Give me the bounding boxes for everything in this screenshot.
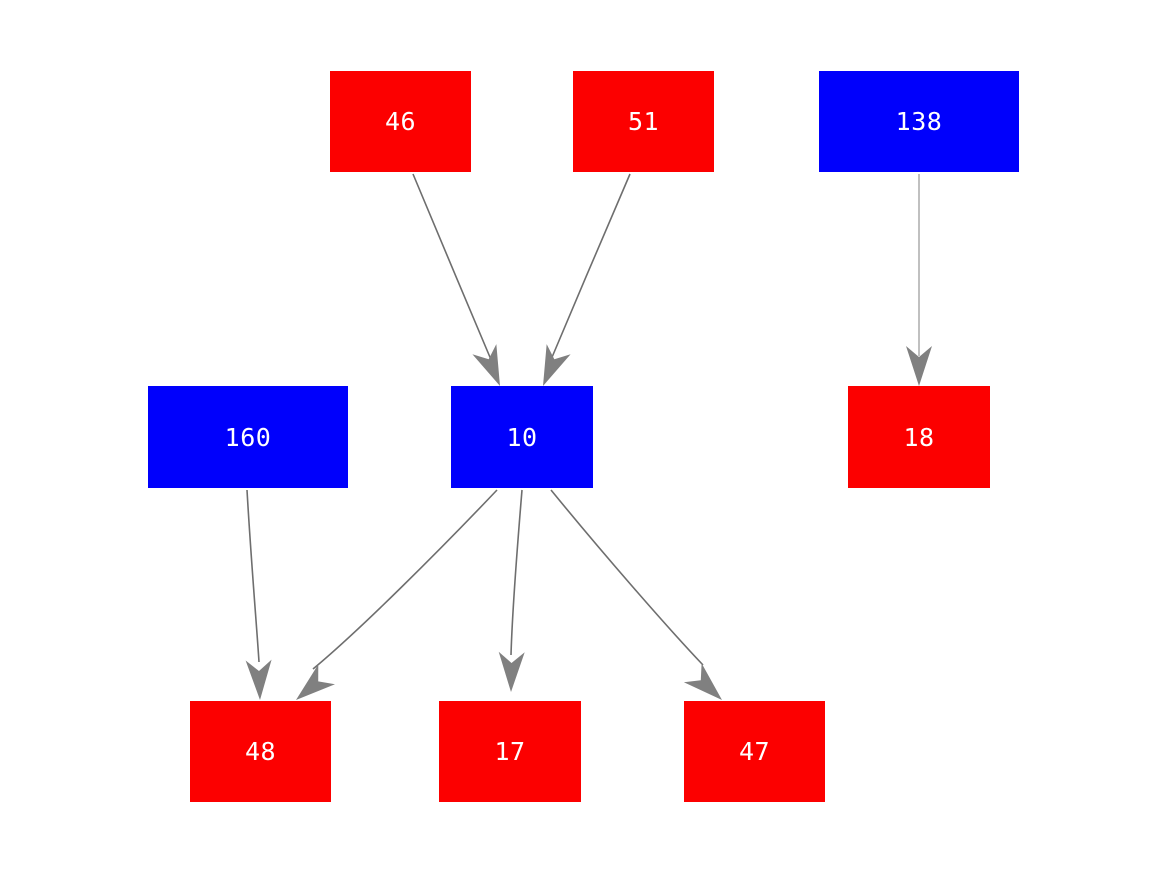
node-label: 48 [244, 737, 277, 766]
graph-edge [412, 173, 500, 386]
arrowhead-icon [498, 651, 525, 692]
edge-line [549, 173, 631, 363]
graph-node-160[interactable]: 160 [148, 386, 348, 488]
graph-node-138[interactable]: 138 [819, 71, 1019, 172]
graph-node-10[interactable]: 10 [451, 386, 593, 488]
graph-node-46[interactable]: 46 [330, 71, 471, 172]
graph-edge [498, 489, 525, 692]
arrowhead-icon [543, 344, 571, 386]
graph-node-17[interactable]: 17 [439, 701, 581, 802]
graph-node-47[interactable]: 47 [684, 701, 825, 802]
edge-line [412, 173, 493, 363]
arrowhead-icon [906, 346, 932, 386]
node-label: 18 [903, 422, 935, 452]
node-label: 51 [627, 107, 660, 136]
graph-edge [245, 489, 272, 700]
graph-edge [906, 173, 932, 386]
node-label: 160 [224, 422, 272, 452]
graph-node-51[interactable]: 51 [573, 71, 714, 172]
edge-line [312, 489, 498, 670]
node-label: 138 [895, 107, 943, 136]
arrowhead-icon [472, 344, 500, 386]
graph-node-18[interactable]: 18 [848, 386, 990, 488]
graph-edge [543, 173, 631, 386]
node-label: 10 [506, 422, 538, 452]
node-label: 46 [384, 107, 417, 136]
arrowhead-icon [245, 659, 272, 700]
node-label: 17 [494, 737, 526, 766]
edge-line [510, 489, 523, 656]
graph-edge [550, 489, 722, 700]
edge-line [550, 489, 704, 666]
edge-line [246, 489, 260, 663]
graph-edge [296, 489, 498, 700]
graph-node-48[interactable]: 48 [190, 701, 331, 802]
node-label: 47 [738, 737, 771, 766]
